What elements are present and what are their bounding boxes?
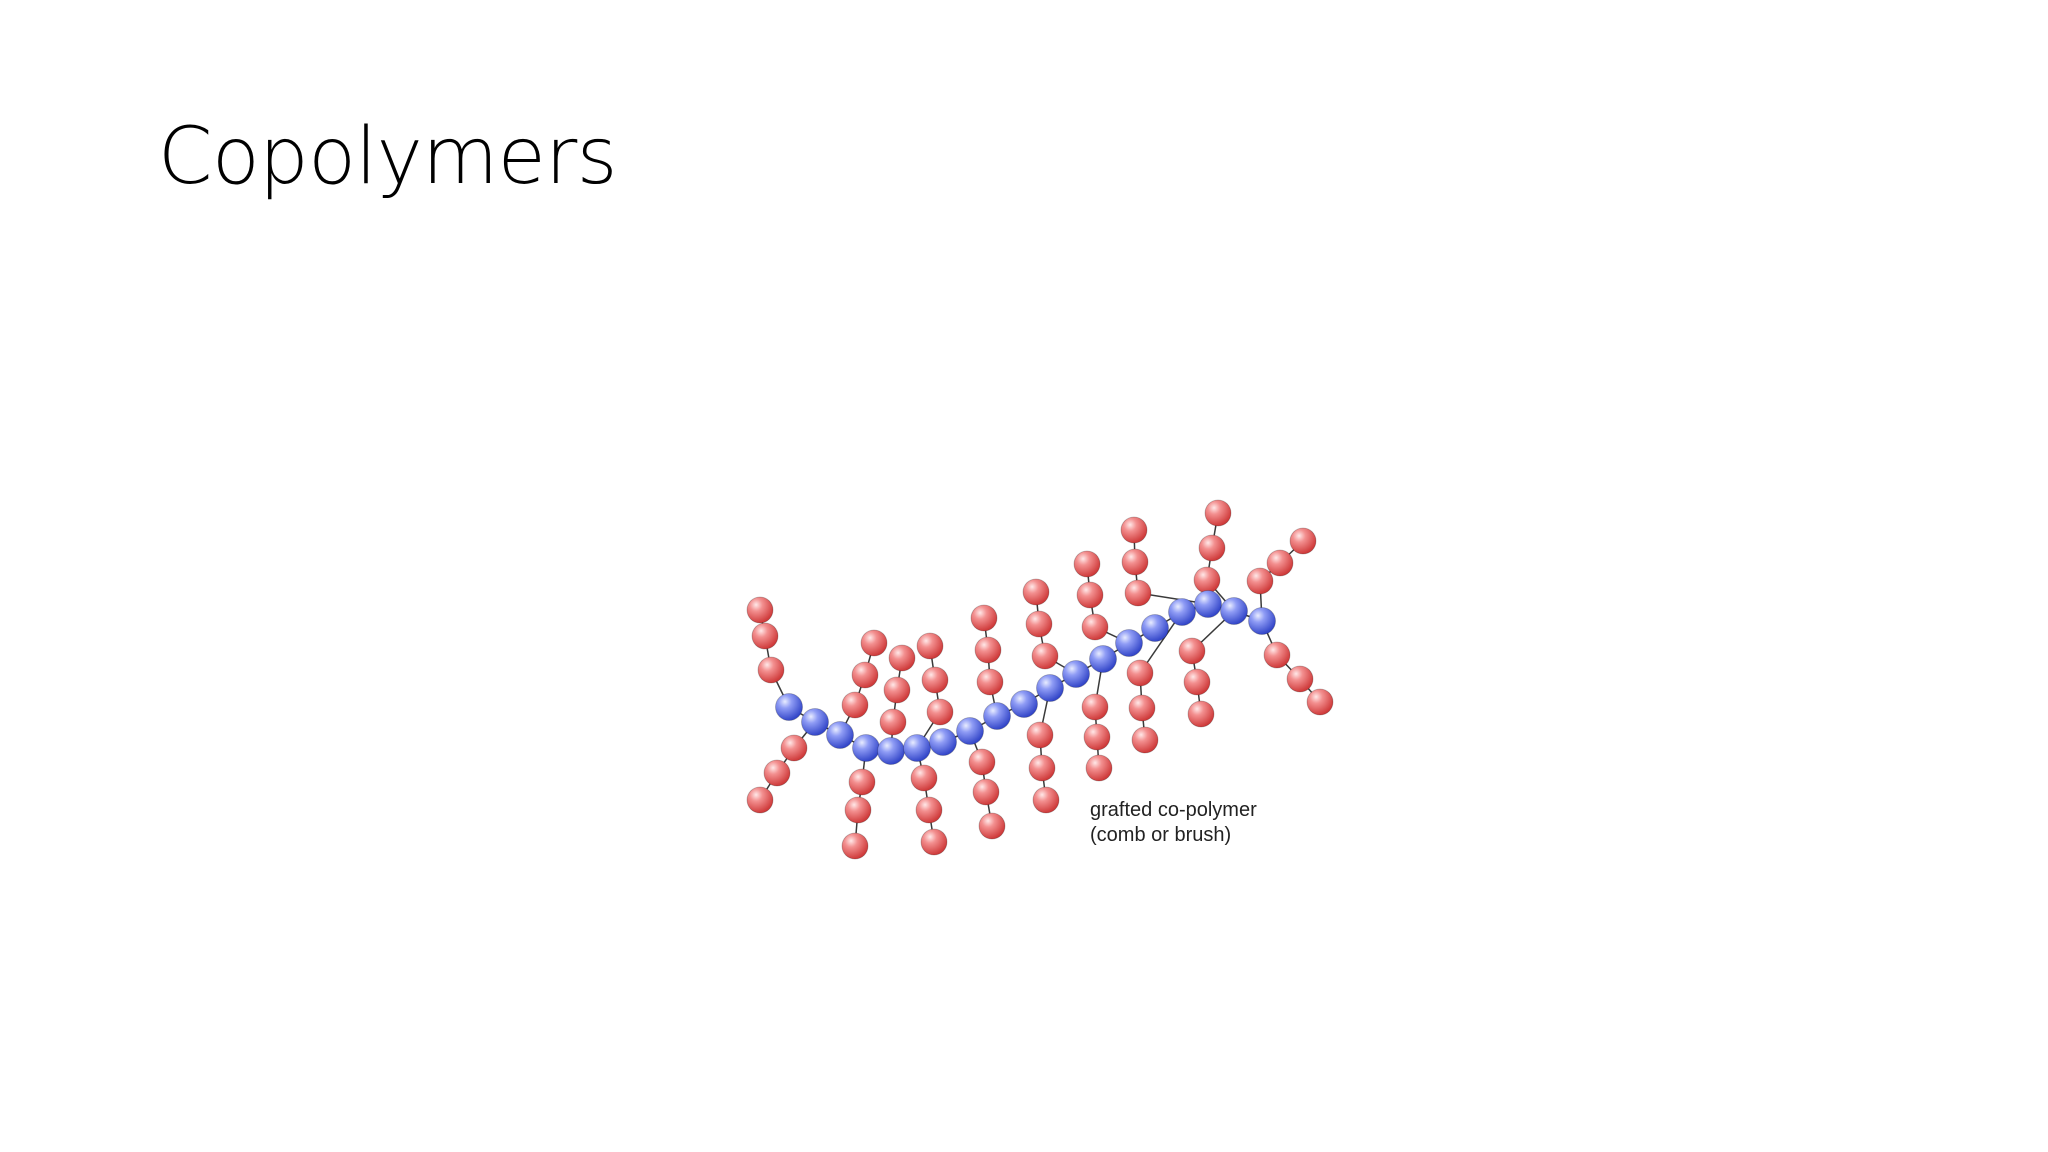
- graft-monomer-bead: [1266, 549, 1294, 577]
- graft-monomer-bead: [916, 632, 944, 660]
- backbone-monomer-bead: [1220, 597, 1248, 625]
- graft-monomer-bead: [976, 668, 1004, 696]
- graft-monomer-bead: [1026, 721, 1054, 749]
- graft-monomer-bead: [746, 786, 774, 814]
- graft-monomer-bead: [910, 764, 938, 792]
- backbone-monomer-bead: [1141, 614, 1169, 642]
- backbone-monomer-bead: [775, 693, 803, 721]
- graft-monomer-bead: [1081, 613, 1109, 641]
- backbone-monomer-bead: [983, 702, 1011, 730]
- backbone-monomer-bead: [1036, 674, 1064, 702]
- graft-monomer-bead: [920, 828, 948, 856]
- graft-monomer-bead: [780, 734, 808, 762]
- graft-monomer-bead: [757, 656, 785, 684]
- backbone-monomer-bead: [1062, 660, 1090, 688]
- graft-monomer-bead: [1178, 637, 1206, 665]
- graft-monomer-bead: [1306, 688, 1334, 716]
- graft-monomer-bead: [1126, 659, 1154, 687]
- graft-monomer-bead: [1289, 527, 1317, 555]
- graft-monomer-bead: [1128, 694, 1156, 722]
- caption-line-2: (comb or brush): [1090, 824, 1232, 846]
- backbone-monomer-bead: [826, 721, 854, 749]
- graft-monomer-bead: [883, 676, 911, 704]
- graft-monomer-bead: [841, 832, 869, 860]
- graft-monomer-bead: [1121, 548, 1149, 576]
- backbone-monomer-bead: [1194, 590, 1222, 618]
- graft-monomer-bead: [1022, 578, 1050, 606]
- graft-monomer-bead: [1025, 610, 1053, 638]
- graft-monomer-bead: [1032, 786, 1060, 814]
- backbone-monomer-bead: [801, 708, 829, 736]
- backbone-monomer-bead: [1089, 645, 1117, 673]
- diagram-caption: grafted co-polymer (comb or brush): [1090, 798, 1257, 848]
- slide-title: Copolymers: [158, 112, 617, 202]
- backbone-monomer-bead: [877, 737, 905, 765]
- graft-monomer-bead: [926, 698, 954, 726]
- graft-monomer-bead: [970, 604, 998, 632]
- backbone-monomer-bead: [956, 717, 984, 745]
- backbone-monomer-bead: [903, 734, 931, 762]
- graft-monomer-bead: [888, 644, 916, 672]
- graft-monomer-bead: [851, 661, 879, 689]
- graft-monomer-bead: [1124, 579, 1152, 607]
- graft-monomer-bead: [1028, 754, 1056, 782]
- graft-monomer-bead: [1198, 534, 1226, 562]
- graft-monomer-bead: [1131, 726, 1159, 754]
- graft-monomer-bead: [1204, 499, 1232, 527]
- graft-monomer-bead: [844, 796, 872, 824]
- graft-monomer-bead: [841, 691, 869, 719]
- graft-monomer-bead: [974, 636, 1002, 664]
- backbone-monomer-bead: [929, 728, 957, 756]
- backbone-monomer-bead: [1115, 629, 1143, 657]
- backbone-monomer-bead: [1010, 690, 1038, 718]
- graft-monomer-bead: [1031, 642, 1059, 670]
- graft-monomer-bead: [879, 708, 907, 736]
- graft-monomer-bead: [921, 666, 949, 694]
- graft-monomer-bead: [763, 759, 791, 787]
- graft-monomer-bead: [1085, 754, 1113, 782]
- graft-monomer-bead: [860, 629, 888, 657]
- graft-monomer-bead: [1187, 700, 1215, 728]
- graft-monomer-bead: [746, 596, 774, 624]
- graft-monomer-bead: [978, 812, 1006, 840]
- graft-monomer-bead: [1083, 723, 1111, 751]
- backbone-chain-layer: [775, 590, 1276, 765]
- graft-monomer-bead: [1076, 581, 1104, 609]
- graft-monomer-bead: [1183, 668, 1211, 696]
- graft-monomer-bead: [1193, 566, 1221, 594]
- graft-monomer-bead: [915, 796, 943, 824]
- graft-monomer-bead: [1286, 665, 1314, 693]
- graft-monomer-bead: [1263, 641, 1291, 669]
- backbone-monomer-bead: [1248, 607, 1276, 635]
- graft-monomer-bead: [751, 622, 779, 650]
- graft-monomer-bead: [1081, 693, 1109, 721]
- graft-monomer-bead: [1246, 567, 1274, 595]
- graft-monomer-bead: [968, 748, 996, 776]
- graft-monomer-bead: [848, 768, 876, 796]
- graft-chains-layer: [746, 499, 1334, 860]
- caption-line-1: grafted co-polymer: [1090, 799, 1257, 821]
- backbone-monomer-bead: [1168, 598, 1196, 626]
- backbone-monomer-bead: [852, 734, 880, 762]
- graft-monomer-bead: [972, 778, 1000, 806]
- graft-monomer-bead: [1120, 516, 1148, 544]
- graft-monomer-bead: [1073, 550, 1101, 578]
